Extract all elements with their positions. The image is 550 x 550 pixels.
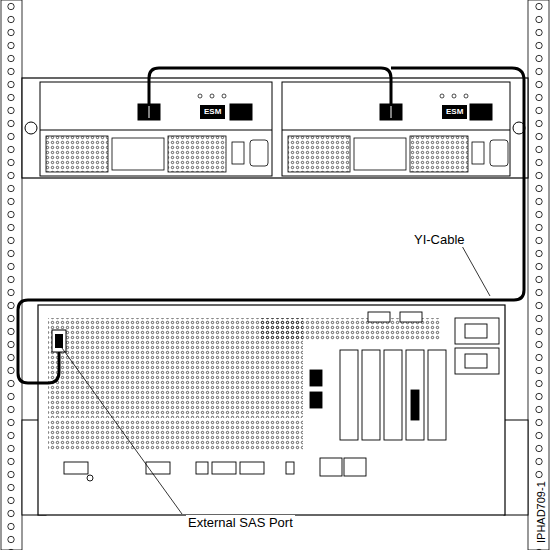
cable-label: YI-Cable (412, 232, 467, 247)
module-label: ESM (446, 107, 463, 117)
figure-id: IPHAD709-1 (535, 479, 548, 545)
esm-label-box: ESM (442, 105, 467, 119)
module-label: ESM (204, 107, 221, 117)
port-label: External SAS Port (186, 515, 295, 530)
esm-label-box: ESM (200, 105, 225, 119)
